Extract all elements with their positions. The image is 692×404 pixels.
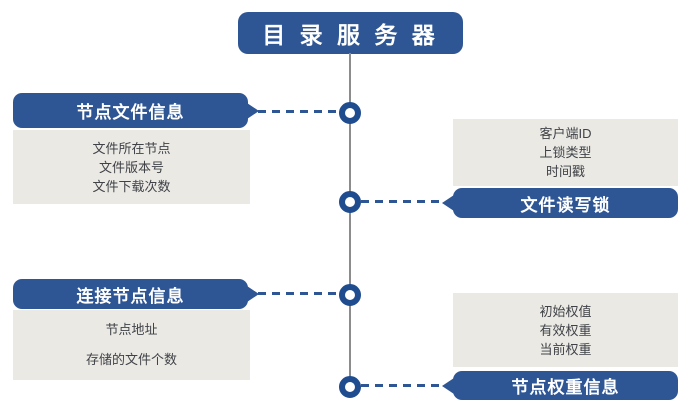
connector-dash-2	[361, 200, 445, 203]
group-label-text: 文件读写锁	[520, 195, 611, 215]
panel-file-rw-lock: 客户端ID 上锁类型 时间戳	[453, 119, 678, 186]
group-label-node-weight-info: 节点权重信息	[442, 371, 678, 400]
connector-dash-4	[361, 384, 445, 387]
group-label-node-file-info: 节点文件信息	[13, 93, 259, 128]
timeline-node-3	[339, 284, 361, 306]
panel-item: 文件下载次数	[92, 178, 171, 194]
directory-server-title: 目 录 服 务 器	[238, 12, 463, 54]
connector-tail-icon	[442, 195, 454, 211]
group-label-connected-node-info: 连接节点信息	[13, 279, 259, 309]
group-label-text: 节点权重信息	[511, 378, 620, 397]
panel-node-weight-info: 初始权值 有效权重 当前权重	[453, 293, 678, 367]
title-label: 目 录 服 务 器	[262, 22, 439, 48]
connector-tail-icon	[247, 102, 259, 119]
timeline-node-4	[339, 376, 361, 398]
timeline-node-1	[339, 102, 361, 124]
group-label-file-rw-lock: 文件读写锁	[442, 188, 678, 218]
panel-item: 上锁类型	[539, 145, 592, 160]
panel-item: 节点地址	[105, 322, 158, 337]
panel-item: 有效权重	[539, 322, 592, 338]
connector-dash-1	[258, 110, 339, 113]
panel-item: 客户端ID	[539, 126, 592, 141]
timeline-line	[349, 53, 351, 390]
timeline-node-2	[339, 191, 361, 213]
panel-node-file-info: 文件所在节点 文件版本号 文件下载次数	[13, 130, 250, 204]
panel-item: 文件所在节点	[92, 140, 171, 156]
panel-item: 存储的文件个数	[85, 352, 177, 367]
panel-item: 时间戳	[545, 164, 585, 179]
connector-tail-icon	[247, 286, 259, 302]
panel-item: 初始权值	[539, 303, 592, 319]
connector-dash-3	[258, 292, 339, 295]
group-label-text: 节点文件信息	[76, 103, 185, 122]
connector-tail-icon	[442, 377, 454, 394]
panel-item: 文件版本号	[98, 159, 164, 175]
panel-item: 当前权重	[539, 341, 592, 357]
panel-connected-node-info: 节点地址 存储的文件个数	[13, 310, 250, 380]
group-label-text: 连接节点信息	[76, 286, 185, 306]
